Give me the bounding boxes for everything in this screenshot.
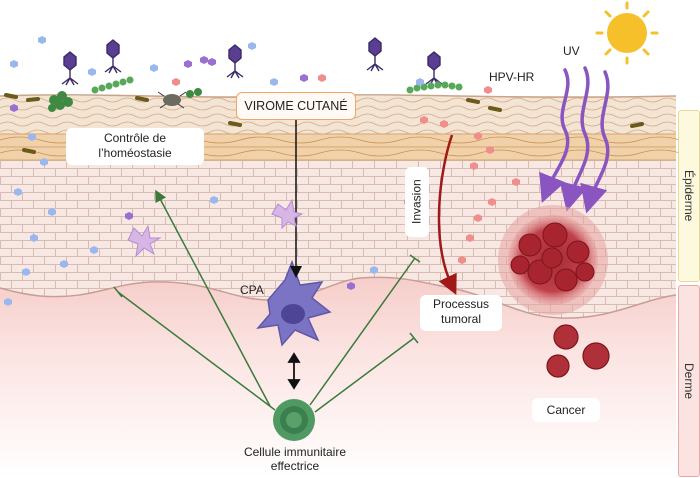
inhibition-line-tumor [314,337,415,413]
bacteria-chain-icon [91,76,463,94]
invasion-arrow [437,134,457,296]
tumor-process-label: Processus tumoral [420,295,502,331]
dermis-bar: Derme [678,285,700,477]
tumor-mass [498,205,608,315]
inhibition-line-left [117,291,276,411]
effector-cell-label: Cellule immunitaire effectrice [243,445,347,474]
homeostasis-label: Contrôle de l’homéostasie [66,128,204,165]
virus-particles [4,36,520,306]
effector-cell [273,399,315,441]
virome-label: VIROME CUTANÉ [236,92,356,120]
homeostasis-arrow [155,189,271,407]
inhibition-line-invasion [309,257,416,406]
cpa-label: CPA [240,283,264,297]
cancer-label: Cancer [532,398,600,422]
sun-icon [595,1,659,65]
langerhans-cell [127,198,304,258]
invasion-label: Invasion [405,167,429,237]
apc-cell [256,259,332,347]
apc-effector-link [287,352,301,390]
cancer-cells [546,324,610,378]
uv-label: UV [563,44,580,58]
hpv-label: HPV-HR [489,70,535,84]
uv-rays [539,66,610,214]
bacteria-cluster-icon [48,88,202,112]
epidermis-bar: Épiderme [678,110,700,282]
mite-icon [157,91,187,109]
